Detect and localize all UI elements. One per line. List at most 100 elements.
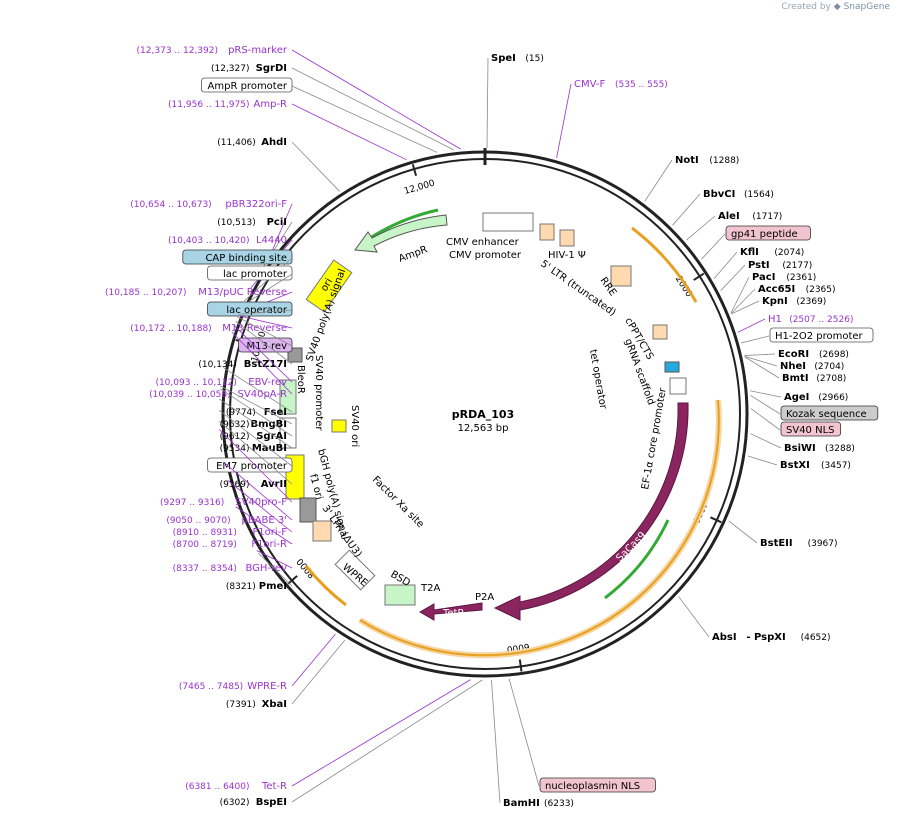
left-label-sv40pa-r: SV40pA-R(10,039 .. 10,058) — [149, 331, 293, 400]
annotation-name: PmeI — [259, 581, 287, 592]
orange-arc-left — [304, 565, 347, 607]
right-label-spei: SpeI (15) — [486, 53, 544, 149]
right-annotations: SpeI(15)CMV-F(535 .. 555)NotI(1288)BbvCI… — [486, 53, 879, 809]
annotation-position: (2361) — [786, 273, 816, 283]
feature-label-bleor: BleoR — [295, 365, 306, 394]
annotation-name: BbvCI — [703, 189, 735, 200]
annotation-name: BamHI — [503, 798, 540, 809]
green-arc-right — [604, 519, 670, 600]
plasmid-size: 12,563 bp — [458, 423, 509, 434]
right-label-bsiwi: BsiWI(3288) — [750, 433, 855, 454]
annotation-name: BstXI — [780, 460, 810, 471]
annotation-name: BstZ17I — [244, 359, 287, 370]
annotation-position: (12,327) — [211, 64, 250, 74]
annotation-name: SpeI — [491, 53, 516, 64]
left-label-lac-promoter: lac promoter — [207, 265, 293, 307]
annotation-position: (7391) — [226, 700, 256, 710]
annotation-position: (15) — [525, 54, 543, 64]
annotation-position: (9612) — [220, 432, 250, 442]
right-label-kpni: KpnI (2369) — [731, 296, 826, 315]
annotation-name: pRS-marker — [228, 45, 288, 56]
left-label-pbabe-3: pBABE 3'(9050 .. 9070) — [166, 461, 293, 526]
left-label-f1ori-r: F1ori-R(8700 .. 8719) — [173, 506, 293, 550]
right-label-ecori: EcoRI (2698) — [744, 349, 849, 360]
rre-shape — [610, 265, 632, 287]
left-label-ahdi: AhdI (11,406) — [217, 137, 340, 192]
left-label-bstz17i: BstZ17I (10,134) — [198, 320, 293, 370]
annotation-name: NheI — [780, 361, 806, 372]
feature-label-p2a: P2A — [475, 592, 494, 603]
annotation-name: SV40pA-R — [238, 389, 287, 400]
left-label-lac-operator: lac operator — [207, 301, 293, 317]
annotation-position: (11,956 .. 11,975) — [168, 100, 249, 110]
annotation-name: AmpR promoter — [208, 81, 288, 92]
annotation-name: pBR322ori-F — [225, 199, 287, 210]
annotation-name: M13/pUC Reverse — [198, 287, 287, 298]
annotation-position: (2369) — [796, 297, 826, 307]
left-label-sgrdi: SgrDI(12,327) — [211, 63, 454, 151]
annotation-position: (10,185 .. 10,207) — [105, 288, 186, 298]
feature-label-cmv-promoter: CMV promoter — [449, 250, 522, 261]
annotation-position: (10,093 .. 10,112) — [155, 378, 236, 388]
right-label-kozak-sequence: Kozak sequence — [750, 394, 879, 421]
right-label-nucleoplasmin-nls: nucleoplasmin NLS — [508, 678, 656, 793]
annotation-position: (9774) — [226, 408, 256, 418]
annotation-position: (3457) — [821, 461, 851, 471]
right-label-bamhi: BamHI(6233) — [491, 679, 574, 809]
left-label-f1ori-f: F1ori-F (8910 .. 8931) — [173, 479, 293, 538]
snapgene-logo-icon: ◆ — [833, 2, 841, 12]
right-label-alei: AleI(1717) — [686, 211, 782, 241]
right-label-h1: H1(2507 .. 2526) — [737, 314, 853, 333]
bleor-shape — [279, 379, 297, 415]
annotation-name: EcoRI — [778, 349, 809, 360]
left-label-sv40pro-f: SV40pro-F(9297 .. 9316) — [160, 429, 293, 508]
annotation-position: (10,134) — [198, 360, 237, 370]
left-label-avrii: AvrII(9369) — [218, 420, 293, 490]
grna-shape — [664, 361, 680, 373]
annotation-name: WPRE-R — [247, 681, 287, 692]
annotation-name: PacI — [752, 272, 775, 283]
annotation-position: (2966) — [818, 393, 848, 403]
annotation-name: F1ori-F — [253, 527, 288, 538]
right-label-absi: AbsI- PspXI(4652) — [678, 596, 831, 643]
left-label-sgrai: SgrAI (9612) — [220, 388, 293, 442]
annotation-name: NotI — [675, 155, 699, 166]
left-label-wpre-r: WPRE-R(7465 .. 7485) — [179, 633, 336, 692]
annotation-name: AhdI — [261, 137, 287, 148]
annotation-position: (2698) — [819, 350, 849, 360]
left-label-bgh-rev: BGH-rev(8337 .. 8354) — [173, 550, 293, 574]
right-label-paci: PacI (2361) — [730, 272, 816, 314]
annotation-name: L4440 — [256, 235, 287, 246]
annotation-position: (1717) — [752, 212, 782, 222]
annotation-position: (3967) — [808, 539, 838, 549]
annotation-name: H1-2O2 promoter — [775, 331, 864, 342]
bgh-shape — [299, 497, 317, 523]
annotation-name: AgeI — [784, 392, 809, 403]
sacas9-arrow — [493, 402, 689, 621]
tetr-arrow — [418, 602, 483, 621]
annotation-position: (8910 .. 8931) — [173, 528, 237, 538]
annotation-position: (8321) — [226, 582, 256, 592]
left-label-m13-rev: M13 rev — [237, 316, 293, 353]
annotation-name: M13 rev — [247, 341, 288, 352]
annotation-name: gp41 peptide — [731, 229, 798, 240]
annotation-name: AbsI — [712, 632, 737, 643]
annotation-position: (9050 .. 9070) — [166, 516, 230, 526]
annotation-name: BmtI — [782, 373, 809, 384]
plasmid-name: pRDA_103 — [452, 408, 514, 421]
annotation-name: PstI — [748, 260, 770, 271]
cmv-shape — [482, 212, 534, 232]
annotation-position: (2708) — [816, 374, 846, 384]
annotation-name: KpnI — [762, 296, 788, 307]
right-label-nhei: NheI(2704) — [744, 355, 844, 372]
annotation-position: (2365) — [806, 285, 836, 295]
left-label-m13-reverse: M13 Reverse(10,172 .. 10,188) — [130, 315, 293, 334]
feature-label-ampr: AmpR — [397, 244, 429, 265]
annotation-position: (11,406) — [217, 138, 256, 148]
tick-label: 12,000 — [403, 179, 436, 197]
annotation-name: SgrAI — [256, 431, 287, 442]
left-label-ampr-promoter: AmpR promoter — [200, 77, 438, 153]
tick-mark — [693, 272, 705, 281]
right-label-agei: AgeI (2966) — [749, 390, 848, 403]
annotation-name: KflI — [740, 247, 759, 258]
